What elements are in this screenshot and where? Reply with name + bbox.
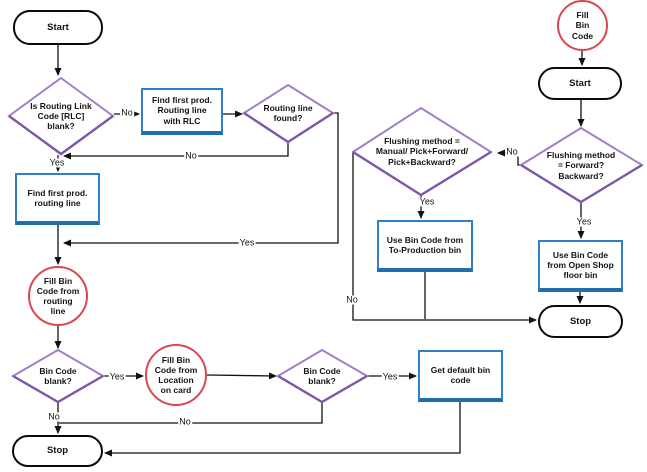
terminator-stop-right: Stop [538, 305, 623, 338]
edge-binblank2-no-merge [59, 402, 323, 424]
edges [54, 45, 586, 457]
edge-getdefault-to-stopleft [104, 402, 461, 457]
edge-flushingmanual-no-to-stopright [352, 152, 537, 324]
process-find-first: Find first prod. routing line [15, 173, 100, 225]
decision-routing-found-label: Routing line found? [263, 102, 313, 123]
connector-fill-routing: Fill Bin Code from routing line [28, 266, 88, 326]
decision-rlc-blank-label: Is Routing Link Code [RLC] blank? [30, 100, 92, 132]
decision-bin-blank-1-label: Bin Code blank? [39, 365, 77, 386]
decision-bin-blank-2-label: Bin Code blank? [303, 365, 341, 386]
decision-flushing-forward-label: Flushing method = Forward? Backward? [546, 150, 616, 181]
edge-label-binblank1-yes: Yes [108, 371, 126, 382]
edge-label-routingfound-yes: Yes [238, 237, 256, 248]
edge-routingfound-no [63, 142, 289, 160]
connector-fill-bin-code: Fill Bin Code [557, 0, 608, 51]
edge-label-flushingmanual-no: No [345, 294, 359, 305]
connector-fill-location: Fill Bin Code from Location on card [145, 344, 207, 406]
terminator-start-right: Start [538, 67, 622, 100]
edge-label-flushingforward-no: No [505, 146, 519, 157]
decision-routing-found-shadow [243, 111, 334, 144]
edge-label-rlc-yes: Yes [48, 157, 66, 168]
edge-label-flushingmanual-yes: Yes [418, 196, 436, 207]
edge-label-binblank2-no: No [178, 416, 192, 427]
edge-routingfound-yes [63, 112, 339, 247]
decision-rlc-blank-shadow [8, 115, 114, 156]
edge-label-routingfound-no: No [184, 150, 198, 161]
edge-label-rlc-no: No [120, 107, 134, 118]
process-use-open-shop: Use Bin Code from Open Shop floor bin [538, 240, 623, 292]
terminator-start-left: Start [13, 10, 103, 45]
process-get-default-bin: Get default bin code [418, 350, 503, 402]
decision-bin-blank-1-shadow [12, 374, 104, 404]
decision-bin-blank-2-shadow [277, 374, 368, 404]
edge-filllocation-to-binblank2 [206, 372, 277, 380]
decision-flushing-manual-shadow [352, 150, 492, 197]
edge-label-flushingforward-yes: Yes [575, 216, 593, 227]
decision-flushing-manual-label: Flushing method = Manual/ Pick+Forward/ … [375, 136, 469, 167]
edge-label-binblank2-yes: Yes [381, 371, 399, 382]
decision-shapes [7, 76, 644, 404]
process-find-rlc: Find first prod. Routing line with RLC [141, 88, 223, 135]
decision-flushing-forward-shadow [520, 163, 643, 204]
process-use-to-production: Use Bin Code from To-Production bin [377, 220, 473, 272]
edge-label-binblank1-no: No [47, 411, 61, 422]
terminator-stop-left: Stop [12, 435, 103, 467]
